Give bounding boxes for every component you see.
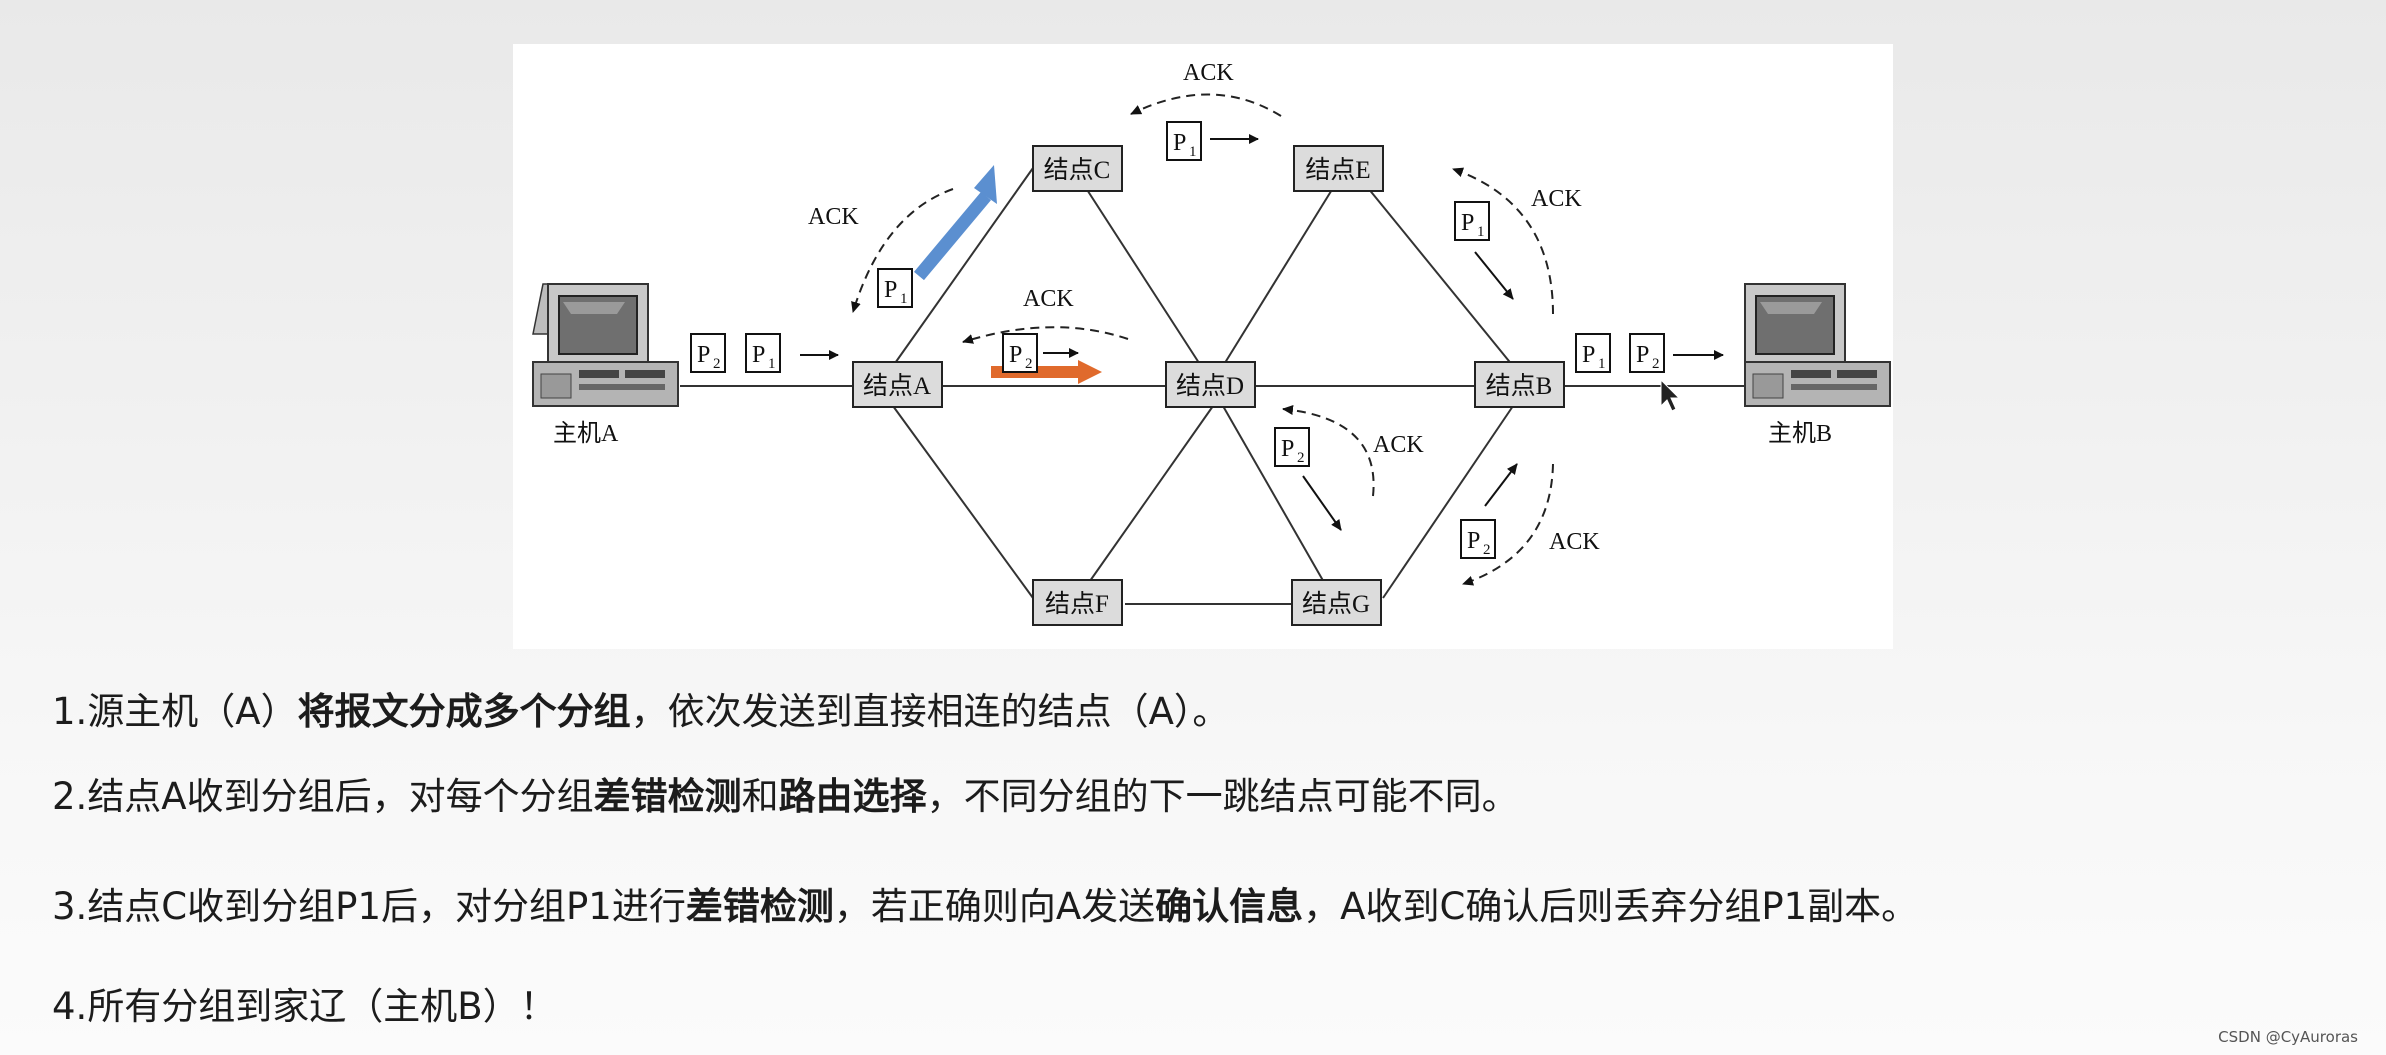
packet-letter: P — [1636, 342, 1649, 368]
packet-p1-near-hostA: P 1 — [745, 333, 781, 373]
ack-arc-B-to-E — [1452, 167, 1554, 315]
packet-letter: P — [697, 342, 710, 368]
step-2-text-c: ，不同分组的下一跳结点可能不同。 — [926, 775, 1519, 818]
mouse-cursor-icon — [1660, 378, 1681, 412]
arrow-p2-down — [1302, 475, 1342, 531]
ack-arc-B-to-G — [1462, 463, 1554, 586]
blue-route-arrow — [914, 165, 997, 281]
packet-p2-D-to-G: P 2 — [1274, 427, 1310, 467]
step-2-text-b: 和 — [741, 775, 779, 818]
packet-letter: P — [1173, 130, 1186, 156]
step-2-bold-b: 路由选择 — [778, 775, 927, 818]
step-3-bold-a: 差错检测 — [685, 885, 834, 928]
node-A-label: 结点A — [863, 372, 931, 400]
node-D: 结点D — [1165, 361, 1256, 408]
node-C: 结点C — [1032, 145, 1123, 192]
packet-letter: P — [752, 342, 765, 368]
packet-letter: P — [1461, 210, 1474, 236]
ack-arc-C-to-A — [851, 188, 954, 313]
ack-arc-E-to-C — [1130, 93, 1282, 117]
packet-index: 1 — [1189, 144, 1197, 160]
step-1: 1.源主机（A）将报文分成多个分组，依次发送到直接相连的结点（A）。 — [52, 690, 1229, 734]
node-G-label: 结点G — [1302, 590, 1370, 618]
packet-p1-E-to-B: P 1 — [1454, 201, 1490, 241]
ack-label-G-D: ACK — [1373, 432, 1424, 458]
packet-p1-A-to-C: P 1 — [877, 268, 913, 308]
link-D-G — [1222, 405, 1334, 599]
step-4-text-a: 所有分组到家辽（主机B）！ — [87, 985, 557, 1028]
packet-p2-near-hostB: P 2 — [1629, 333, 1665, 373]
step-1-text-b: ，依次发送到直接相连的结点（A）。 — [630, 690, 1230, 733]
link-E-B — [1367, 187, 1514, 367]
packet-index: 2 — [1483, 542, 1491, 558]
ack-arc-G-to-D — [1282, 405, 1375, 497]
watermark: CSDN @CyAuroras — [2218, 1028, 2358, 1046]
step-2-text-a: 结点A收到分组后，对每个分组 — [87, 775, 594, 818]
step-1-bold-a: 将报文分成多个分组 — [297, 690, 631, 733]
node-G: 结点G — [1291, 579, 1382, 626]
step-1-text-a: 源主机（A） — [87, 690, 298, 733]
step-3-text-b: ，若正确则向A发送 — [833, 885, 1156, 928]
ack-label-B-G: ACK — [1549, 529, 1600, 555]
packet-letter: P — [1009, 342, 1022, 368]
step-4-number: 4. — [52, 985, 88, 1028]
packet-index: 1 — [1477, 224, 1485, 240]
step-2-bold-a: 差错检测 — [593, 775, 742, 818]
packet-index: 1 — [1598, 356, 1606, 372]
packet-p2-near-hostA: P 2 — [690, 333, 726, 373]
step-3-text-c: ，A收到C确认后则丢弃分组P1副本。 — [1303, 885, 1919, 928]
ack-label-D-A: ACK — [1023, 286, 1074, 312]
packet-letter: P — [884, 277, 897, 303]
link-A-C — [892, 167, 1034, 367]
step-3-bold-b: 确认信息 — [1155, 885, 1304, 928]
step-3-number: 3. — [52, 885, 88, 928]
arrow-p1-down — [1474, 251, 1514, 300]
link-C-D — [1072, 167, 1202, 367]
link-D-E — [1222, 187, 1334, 367]
ack-arc-D-to-A — [962, 326, 1129, 344]
link-D-F — [1077, 405, 1214, 599]
node-F-label: 结点F — [1045, 590, 1109, 618]
host-A-computer-icon — [532, 283, 679, 407]
packet-p2-G-to-B: P 2 — [1460, 519, 1496, 559]
node-B-label: 结点B — [1486, 372, 1553, 400]
packet-p1-C-to-E: P 1 — [1166, 121, 1202, 161]
network-diagram: 结点A 结点C 结点E 结点D 结点B 结点F 结点G 主机A — [513, 44, 1893, 649]
node-C-label: 结点C — [1044, 156, 1111, 184]
host-B-label: 主机B — [1768, 420, 1832, 447]
packet-index: 2 — [1297, 450, 1305, 466]
packet-index: 1 — [900, 291, 908, 307]
ack-label-B-E: ACK — [1531, 186, 1582, 212]
step-2-number: 2. — [52, 775, 88, 818]
packet-letter: P — [1582, 342, 1595, 368]
node-F: 结点F — [1032, 579, 1123, 626]
host-A-label: 主机A — [553, 420, 619, 447]
step-2: 2.结点A收到分组后，对每个分组差错检测和路由选择，不同分组的下一跳结点可能不同… — [52, 775, 1519, 819]
step-1-number: 1. — [52, 690, 88, 733]
links — [680, 167, 1745, 605]
diagram-canvas: 结点A 结点C 结点E 结点D 结点B 结点F 结点G 主机A — [532, 60, 1891, 626]
step-3-text-a: 结点C收到分组P1后，对分组P1进行 — [87, 885, 686, 928]
node-D-label: 结点D — [1176, 372, 1244, 400]
node-A: 结点A — [852, 361, 943, 408]
packet-index: 1 — [768, 356, 776, 372]
step-3: 3.结点C收到分组P1后，对分组P1进行差错检测，若正确则向A发送确认信息，A收… — [52, 885, 1918, 929]
node-B: 结点B — [1474, 361, 1565, 408]
packet-letter: P — [1467, 528, 1480, 554]
packet-index: 2 — [1025, 356, 1033, 372]
arrow-p2-up — [1484, 463, 1518, 507]
packet-letter: P — [1281, 436, 1294, 462]
link-A-F — [892, 405, 1034, 599]
packet-p2-A-to-D: P 2 — [1002, 333, 1038, 373]
packet-p1-near-hostB: P 1 — [1575, 333, 1611, 373]
host-B-computer-icon — [1744, 283, 1891, 407]
ack-label-C-A: ACK — [808, 204, 859, 230]
link-G-B — [1382, 405, 1514, 599]
node-E-label: 结点E — [1305, 156, 1370, 184]
packet-index: 2 — [1652, 356, 1660, 372]
packet-index: 2 — [713, 356, 721, 372]
ack-label-E-C: ACK — [1183, 60, 1234, 86]
node-E: 结点E — [1293, 145, 1384, 192]
step-4: 4.所有分组到家辽（主机B）！ — [52, 985, 557, 1029]
